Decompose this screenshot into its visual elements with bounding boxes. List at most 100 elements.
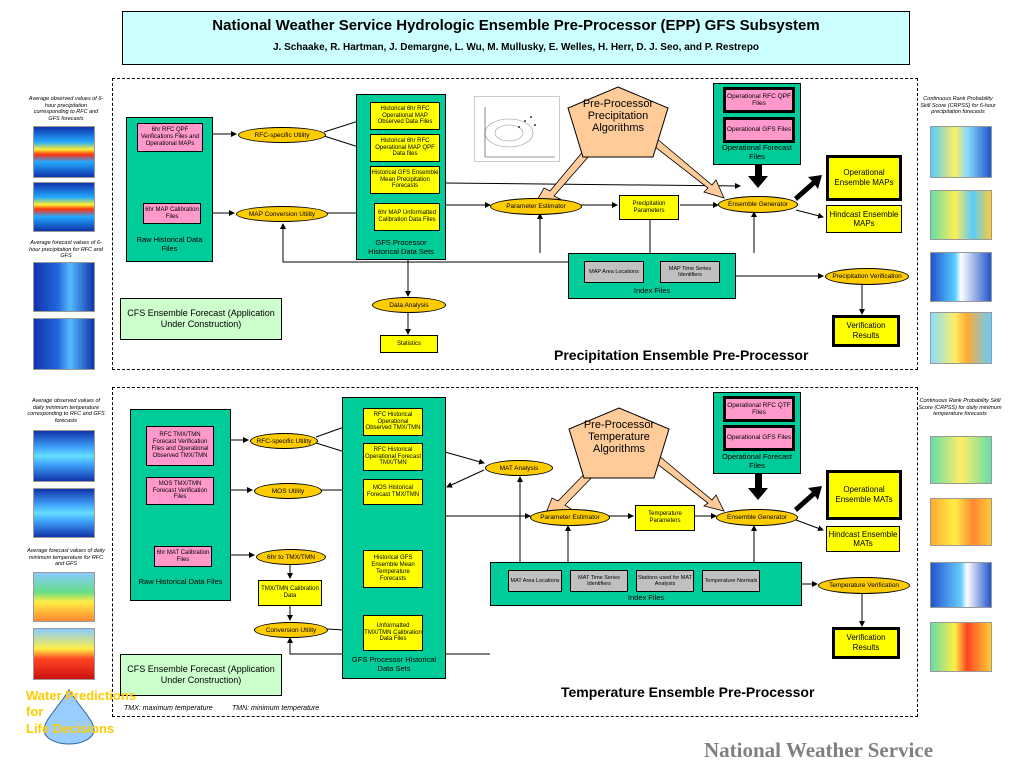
precip-index-label: Index Files	[633, 286, 671, 295]
temp-mos-tmx-files: MOS TMX/TMN Forecast Verification Files	[146, 477, 214, 505]
heatmap-thumbnail	[930, 252, 992, 302]
precip-cfs-forecast: CFS Ensemble Forecast (Application Under…	[120, 298, 282, 340]
water-drop-icon	[43, 689, 95, 745]
precip-left-caption-1: Average observed values of 6-hour precip…	[28, 96, 104, 122]
precip-index-item: MAP Area Locations	[584, 261, 644, 283]
precip-gfs-label: GFS Processor Historical Data Sets	[368, 238, 434, 256]
precip-raw-data-label: Raw Historical Data Files	[136, 235, 203, 253]
temp-index-item: MAT Time Series Identifiers	[570, 570, 628, 592]
heatmap-thumbnail	[930, 312, 992, 364]
precip-right-caption: Continuous Rank Probability Skill Score …	[920, 96, 996, 116]
temp-index-item: Stations used for MAT Analysis	[636, 570, 694, 592]
temp-index-label: Index Files	[627, 593, 665, 602]
temp-right-caption: Continuous Rank Probability Skill Score …	[918, 398, 1002, 418]
precip-algorithms-label: Pre-Processor Precipitation Algorithms	[582, 98, 654, 134]
temp-algorithms: Pre-Processor Temperature Algorithms	[568, 407, 670, 479]
temp-hindcast-ensemble: Hindcast Ensemble MATs	[826, 526, 900, 552]
precip-map-utility: MAP Conversion Utility	[236, 206, 328, 222]
heatmap-thumbnail	[33, 182, 95, 232]
temp-algorithms-label: Pre-Processor Temperature Algorithms	[583, 419, 655, 455]
precip-section-title: Precipitation Ensemble Pre-Processor	[554, 347, 809, 363]
legend-tmn: TMN: minimum temperature	[232, 705, 320, 712]
temp-gfs-item: Unformatted TMX/TMN Calibration Data Fil…	[363, 615, 423, 651]
precip-verification: Precipitation Verification	[825, 268, 909, 285]
temp-op-ensemble: Operational Ensemble MATs	[826, 470, 902, 520]
heatmap-thumbnail	[33, 126, 95, 178]
temp-mos-utility: MOS Utility	[254, 483, 322, 499]
temp-gfs-item: Historical GFS Ensemble Mean Temperature…	[363, 550, 423, 588]
pentagon-shape	[567, 86, 669, 158]
precip-op-gfs-files: Operational GFS Files	[723, 117, 795, 143]
heatmap-thumbnail	[33, 572, 95, 622]
temp-ensemble-generator: Ensemble Generator	[716, 509, 798, 526]
heatmap-thumbnail	[930, 562, 992, 608]
heatmap-thumbnail	[33, 262, 95, 312]
temp-left-caption-1: Average observed values of daily minimum…	[27, 398, 105, 424]
temp-conversion-utility: Conversion Utility	[254, 622, 328, 638]
temp-tmx-calib-data: TMX/TMN Calibration Data	[258, 580, 322, 606]
temp-panel	[112, 387, 918, 717]
heatmap-thumbnail	[930, 622, 992, 672]
organization-name: National Weather Service	[704, 738, 934, 762]
temp-gfs-label: GFS Processor Historical Data Sets	[351, 655, 437, 673]
logo-line-2: for	[26, 704, 44, 720]
heatmap-thumbnail	[930, 436, 992, 484]
precip-param-estimator: Parameter Estimator	[490, 198, 582, 215]
logo-line-3: Life Decisions	[26, 720, 115, 736]
precip-gfs-item: 6hr MAP Unformatted Calibration Data Fil…	[374, 203, 440, 231]
temp-gfs-item: RFC Historical Operational Observed TMX/…	[363, 408, 423, 436]
water-drop-logo	[40, 688, 98, 746]
legend-tmx: TMX: maximum temperature	[124, 705, 213, 712]
precip-data-analysis: Data Analysis	[372, 297, 446, 313]
precip-op-rfc-files: Operational RFC QPF Files	[723, 87, 795, 113]
temp-section-title: Temperature Ensemble Pre-Processor	[561, 684, 815, 700]
precip-verif-results: Verification Results	[832, 315, 900, 347]
heatmap-thumbnail	[33, 318, 95, 370]
temp-tmx-utility: 6hr to TMX/TMN	[256, 549, 326, 565]
temp-verification: Temperature Verification	[818, 577, 910, 594]
precip-algorithms: Pre-Processor Precipitation Algorithms	[567, 86, 669, 158]
temp-mat-calib-files: 6hr MAT Calibration Files	[154, 546, 212, 567]
precip-op-forecast-label: Operational Forecast Files	[721, 143, 793, 161]
temp-param-estimator: Parameter Estimator	[530, 509, 610, 526]
temp-cfs-forecast: CFS Ensemble Forecast (Application Under…	[120, 654, 282, 696]
title-box: National Weather Service Hydrologic Ense…	[122, 11, 910, 65]
temp-op-forecast-label: Operational Forecast Files	[721, 452, 793, 470]
precip-gfs-item: Historical GFS Ensemble Mean Precipitati…	[370, 166, 440, 194]
precip-op-ensemble: Operational Ensemble MAPs	[826, 155, 902, 201]
temp-mat-analysis: MAT Analysis	[485, 460, 553, 476]
heatmap-thumbnail	[930, 498, 992, 546]
temp-index-item: Temperature Normals	[702, 570, 760, 592]
precip-rfc-utility: RFC-specific Utility	[238, 127, 326, 143]
precip-panel	[112, 78, 918, 370]
temp-gfs-item: RFC Historical Operational Forecast TMX/…	[363, 443, 423, 471]
temp-op-gfs-files: Operational GFS Files	[723, 425, 795, 451]
pentagon-shape	[568, 407, 670, 479]
temp-rfc-utility: RFC-specific Utility	[250, 433, 318, 449]
temp-gfs-item: MOS Historical Forecast TMX/TMN	[363, 479, 423, 505]
precip-params: Precipitation Parameters	[619, 195, 679, 220]
temp-rfc-tmx-files: RFC TMX/TMN Forecast Verification Files …	[146, 426, 214, 466]
heatmap-thumbnail	[930, 126, 992, 178]
precip-gfs-item: Historical 6hr RFC Operational MAP Obser…	[370, 102, 440, 130]
authors: J. Schaake, R. Hartman, J. Demargne, L. …	[272, 42, 760, 53]
precip-statistics: Statistics	[380, 335, 438, 353]
joint-distribution-thumbnail	[474, 96, 560, 162]
precip-map-calib-files: 6hr MAP Calibration Files	[143, 203, 201, 224]
precip-index-item: MAP Time Series Identifiers	[660, 261, 720, 283]
heatmap-thumbnail	[33, 488, 95, 538]
logo-line-1: Water Predictions	[26, 688, 137, 703]
temp-raw-data-label: Raw Historical Data Files	[138, 577, 223, 586]
page-title: National Weather Service Hydrologic Ense…	[212, 17, 820, 34]
logo-text: Water Predictions for Life Decisions	[26, 688, 136, 737]
temp-verif-results: Verification Results	[832, 627, 900, 659]
precip-gfs-item: Historical 6hr RFC Operational MAP QPF D…	[370, 134, 440, 162]
heatmap-thumbnail	[33, 628, 95, 680]
scatter-plot-icon	[484, 107, 555, 158]
heatmap-thumbnail	[930, 190, 992, 240]
temp-params: Temperature Parameters	[635, 505, 695, 531]
temp-op-rfc-files: Operational RFC QTF Files	[723, 396, 795, 422]
precip-rfc-qpf-files: 6hr RFC QPF Verifications Files and Oper…	[137, 123, 203, 152]
precip-hindcast-ensemble: Hindcast Ensemble MAPs	[826, 205, 902, 233]
heatmap-thumbnail	[33, 430, 95, 482]
